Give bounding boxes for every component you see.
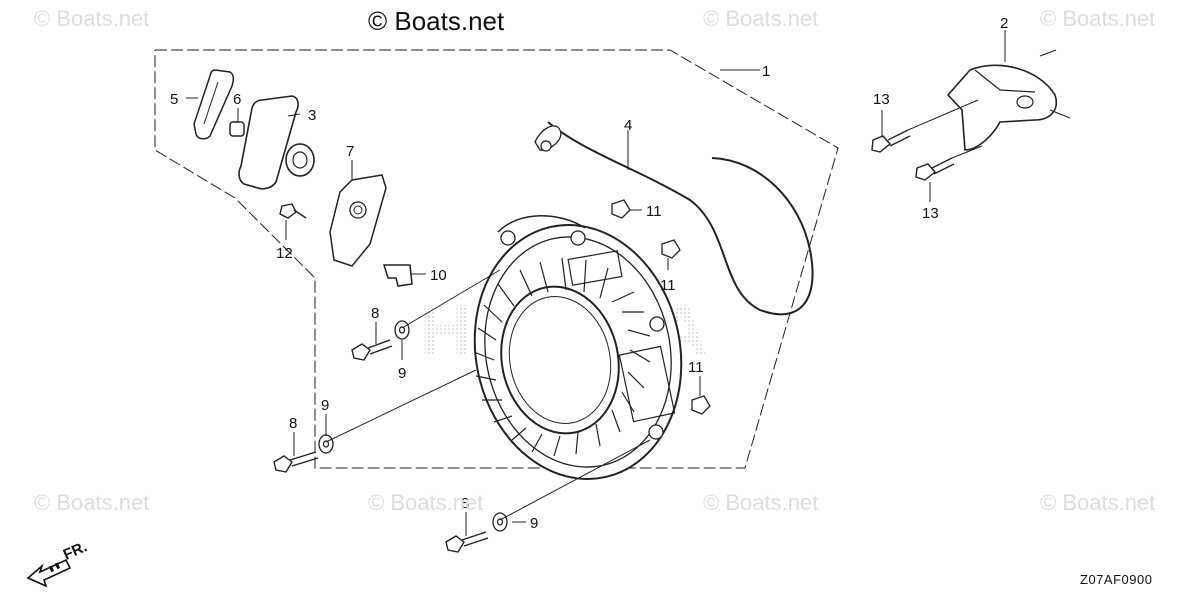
starter-grip (238, 95, 315, 190)
callout-9-upper: 9 (398, 365, 406, 382)
callout-2: 2 (1000, 15, 1008, 32)
rope-guide (329, 174, 387, 267)
rope-collar (229, 121, 245, 137)
rope-clip (382, 264, 413, 287)
callout-6: 6 (233, 91, 241, 108)
callout-13-upper: 13 (873, 91, 890, 108)
flange-bolt-8-upper (351, 339, 393, 361)
grip-insert (193, 69, 235, 140)
watermark-top-left: © Boats.net (34, 6, 150, 31)
fr-label: FR. (61, 538, 90, 563)
callout-13-lower: 13 (922, 205, 939, 222)
callout-9-middle: 9 (321, 397, 329, 414)
screw-12 (279, 203, 307, 219)
leader-lines (186, 30, 1006, 536)
callout-8-lower: 8 (461, 495, 469, 512)
callout-12: 12 (276, 245, 293, 262)
callout-1: 1 (762, 63, 770, 80)
callout-11-lower: 11 (688, 359, 704, 376)
watermark-top-right: © Boats.net (1040, 6, 1156, 31)
callout-11-middle: 11 (660, 277, 676, 294)
starter-cover (946, 49, 1071, 151)
starter-rope (534, 121, 814, 316)
nut-11-lower (691, 395, 711, 415)
callout-8-middle: 8 (289, 415, 297, 432)
callout-8-upper: 8 (371, 305, 379, 322)
flange-bolt-8-middle (273, 451, 319, 473)
washer-9-middle (318, 434, 334, 454)
callout-11-upper: 11 (646, 203, 662, 220)
diagram-code: Z07AF0900 (1080, 572, 1153, 587)
copyright-label: © Boats.net (368, 6, 505, 36)
washer-9-lower (492, 512, 508, 532)
callout-3: 3 (308, 107, 316, 124)
watermark-bottom-center-left: © Boats.net (368, 490, 484, 515)
flange-bolt-8-lower (445, 531, 489, 553)
nut-11-middle (661, 239, 681, 259)
flange-bolt-13-upper (871, 129, 911, 153)
watermark-bottom-center-right: © Boats.net (703, 490, 819, 515)
watermark-top-center: © Boats.net (703, 6, 819, 31)
assembly-boundary (154, 49, 839, 469)
callout-5: 5 (170, 91, 178, 108)
callout-9-lower: 9 (530, 515, 538, 532)
starter-housing (473, 215, 683, 480)
callout-labels: 1 2 3 4 5 6 7 8 8 8 9 9 9 10 11 11 11 12… (170, 15, 1008, 532)
washer-9-upper (394, 320, 410, 340)
nut-11-upper (611, 199, 631, 219)
watermark-bottom-right: © Boats.net (1040, 490, 1156, 515)
front-direction-arrow: FR. (26, 538, 90, 588)
flange-bolt-13-lower (915, 157, 955, 181)
callout-10: 10 (430, 267, 447, 284)
watermark-bottom-left: © Boats.net (34, 490, 150, 515)
callout-7: 7 (346, 143, 354, 160)
callout-4: 4 (624, 117, 632, 134)
